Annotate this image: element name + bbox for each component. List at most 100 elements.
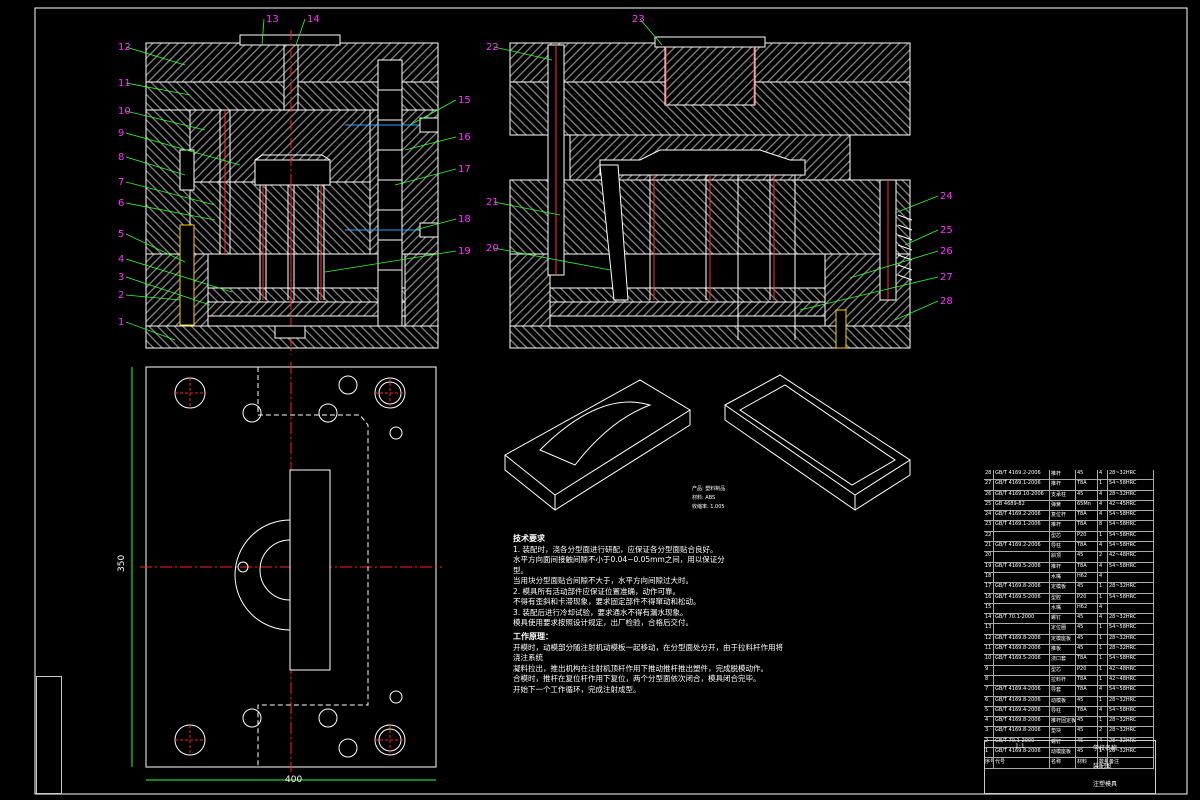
bom-cell: 25	[984, 500, 994, 511]
left-section-view	[145, 30, 439, 355]
bom-cell: 1	[1098, 696, 1108, 706]
bom-cell: 28	[984, 470, 994, 480]
bom-cell: 推杆	[1050, 521, 1076, 531]
bom-cell: 动模板	[1050, 696, 1076, 706]
bom-cell: P20	[1076, 665, 1098, 675]
tech-requirements: 技术要求 1. 装配时，浇各分型面进行研配，应保证各分型面贴合良好。 水平方向面…	[513, 534, 728, 629]
part-number-3: 3	[118, 272, 124, 283]
bom-cell: 1	[1098, 675, 1108, 686]
tech-line: 水平方向面间接触间隙不小于0.04~0.05mm之间，用以保证分型。	[513, 555, 725, 575]
part-number-14: 14	[307, 14, 320, 25]
bom-cell: 导柱	[1050, 706, 1076, 717]
bom-cell: 22	[984, 531, 994, 542]
bom-cell: 拉料杆	[1050, 675, 1076, 686]
bom-cell: GB/T 70.1-2000	[994, 614, 1050, 624]
bom-cell: 推板	[1050, 645, 1076, 655]
bom-cell: 42~48HRC	[1108, 552, 1154, 562]
bom-cell: 1	[1098, 665, 1108, 675]
bom-cell: 45	[1076, 470, 1098, 480]
bom-cell: 3	[984, 727, 994, 737]
bom-cell: 型芯	[1050, 665, 1076, 675]
bom-cell: 54~58HRC	[1108, 655, 1154, 665]
bom-cell: 11	[984, 645, 994, 655]
iso-label-2: 材料: ABS	[692, 494, 715, 501]
leader-line	[639, 18, 663, 46]
bom-cell: 4	[1098, 706, 1108, 717]
bom-cell: GB/T 4169.4-2006	[994, 706, 1050, 717]
bom-cell: GB/T 4169.5-2006	[994, 593, 1050, 603]
bom-cell: GB/T 4169.8-2006	[994, 696, 1050, 706]
bom-header-cell: 材料	[1076, 758, 1098, 768]
part-number-2: 2	[118, 290, 124, 301]
bom-cell: GB/T 4169.1-2006	[994, 521, 1050, 531]
bom-cell: 28~32HRC	[1108, 614, 1154, 624]
bom-cell: GB/T 4169.5-2006	[994, 655, 1050, 665]
tech-line: 不得有歪斜和卡滞现象，要求固定部件不得窜动和松动。	[513, 597, 701, 606]
bom-header-cell: 名称	[1050, 758, 1076, 768]
bom-cell: T8A	[1076, 521, 1098, 531]
bom-cell: 6	[984, 696, 994, 706]
leader-line	[799, 276, 939, 311]
bom-cell: 54~58HRC	[1108, 624, 1154, 634]
part-number-17: 17	[458, 164, 471, 175]
bom-cell: P20	[1076, 531, 1098, 542]
tech-line: 当用块分型面贴合间隙不大于，水平方向间隙过大时。	[513, 576, 693, 585]
bom-cell: 42~45HRC	[1108, 500, 1154, 511]
title-block: 学校名称 装配图 注塑模具 1:1	[984, 740, 1156, 794]
part-number-12: 12	[118, 42, 131, 53]
bom-cell: GB/T 4169.8-2006	[994, 634, 1050, 645]
bom-cell: 45	[1076, 645, 1098, 655]
plan-view: 400 350	[117, 362, 442, 785]
bom-cell: 9	[984, 665, 994, 675]
bom-cell	[994, 624, 1050, 634]
part-number-27: 27	[940, 272, 953, 283]
bom-cell: GB/T 4169.2-2006	[994, 511, 1050, 521]
bom-cell: GB/T 4169.8-2006	[994, 583, 1050, 593]
bom-cell: 4	[1098, 490, 1108, 500]
bom-cell: 型芯	[1050, 531, 1076, 542]
part-number-26: 26	[940, 246, 953, 257]
bom-cell: 17	[984, 583, 994, 593]
left-side-block	[36, 676, 62, 794]
bom-cell	[1108, 603, 1154, 614]
bom-cell: 45	[1076, 634, 1098, 645]
bom-cell: 45	[1076, 696, 1098, 706]
leader-line	[125, 110, 206, 131]
drawing-subtitle: 注塑模具	[1093, 781, 1118, 788]
leader-line	[904, 229, 939, 246]
bom-cell: 45	[1076, 552, 1098, 562]
bom-cell: 1	[1098, 624, 1108, 634]
dim-width: 400	[285, 775, 302, 785]
bom-cell	[994, 675, 1050, 686]
part-number-19: 19	[458, 246, 471, 257]
bom-cell: 15	[984, 603, 994, 614]
bom-header: 序号代号名称材料数量备注	[984, 758, 1154, 769]
bom-cell: 推杆	[1050, 480, 1076, 490]
iso-part-bottom	[724, 374, 911, 511]
part-number-9: 9	[118, 128, 124, 139]
bom-cell: 10	[984, 655, 994, 665]
bom-cell: 4	[1098, 614, 1108, 624]
bom-cell: 推杆	[1050, 470, 1076, 480]
scale: 1:1	[1015, 743, 1025, 750]
bom-cell: 1	[1098, 583, 1108, 593]
leader-line	[894, 300, 939, 321]
part-number-15: 15	[458, 95, 471, 106]
bom-cell: 42~48HRC	[1108, 675, 1154, 686]
part-number-8: 8	[118, 152, 124, 163]
right-section-view	[509, 36, 913, 349]
bom-cell: 水嘴	[1050, 572, 1076, 583]
leader-line	[125, 294, 181, 301]
work-line: 开始下一个工作循环，完成注射成型。	[513, 684, 641, 694]
bom-cell: 推杆	[1050, 562, 1076, 572]
bom-cell: 42~48HRC	[1108, 665, 1154, 675]
